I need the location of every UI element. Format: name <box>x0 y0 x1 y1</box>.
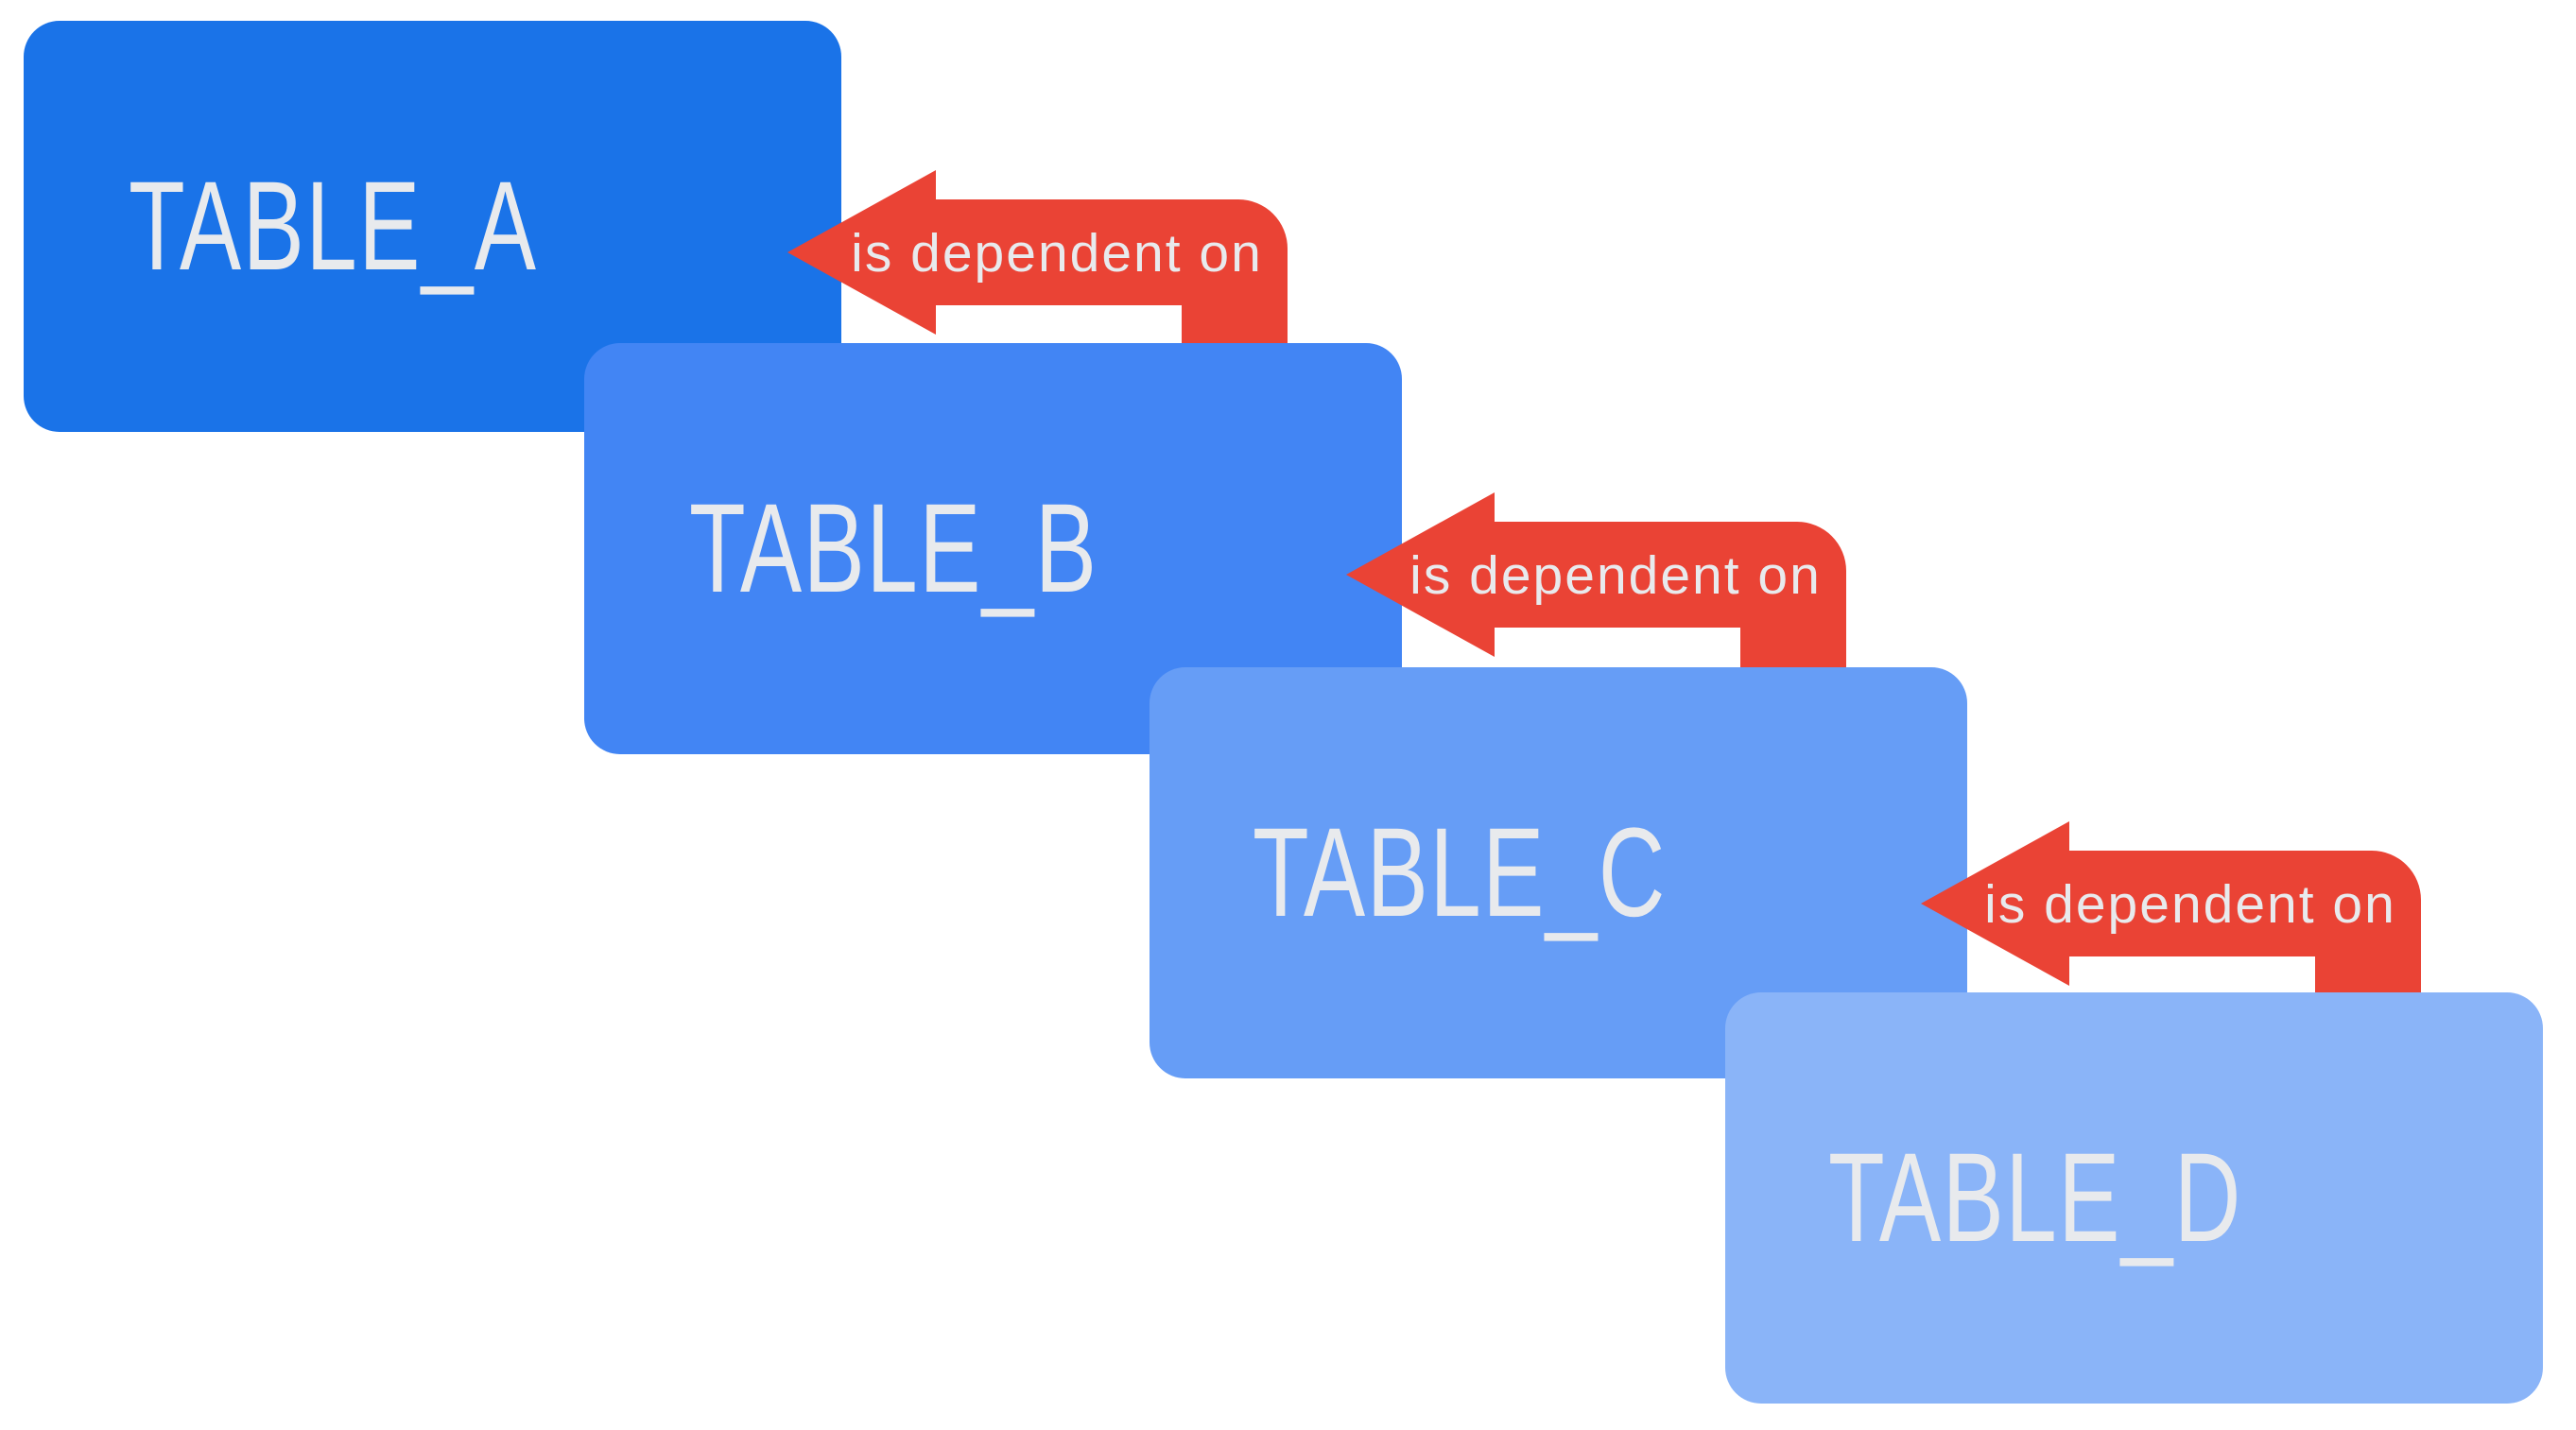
dependency-arrow-b-to-a-label: is dependent on <box>851 223 1263 284</box>
table-d-node: TABLE_D <box>1725 992 2543 1404</box>
table-c-label: TABLE_C <box>1252 802 1667 943</box>
dependency-arrow-c-to-b-label: is dependent on <box>1409 545 1822 606</box>
table-b-node: TABLE_B <box>584 343 1402 754</box>
table-a-label: TABLE_A <box>129 156 538 297</box>
table-d-label: TABLE_D <box>1827 1128 2242 1268</box>
table-b-label: TABLE_B <box>689 478 1098 619</box>
dependency-arrow-d-to-c-label: is dependent on <box>1984 874 2396 935</box>
table-a-node: TABLE_A <box>24 21 841 432</box>
